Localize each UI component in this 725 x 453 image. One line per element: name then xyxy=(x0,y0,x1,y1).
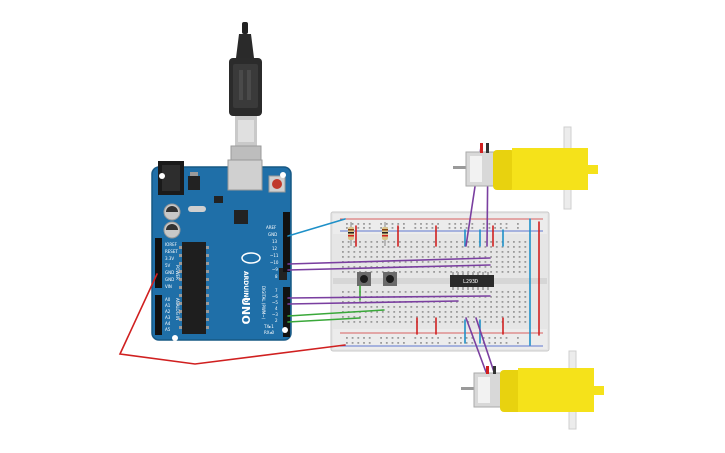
pin-label-3: ~3 xyxy=(272,312,278,317)
digital-header-bottom xyxy=(283,287,290,337)
wire-pin6-purple xyxy=(287,295,491,299)
dc-motor-top[interactable] xyxy=(453,126,598,210)
analog-pin-labels: A0 A1 A2 A3 A4 A5 xyxy=(165,297,171,332)
pin-label-6: ~6 xyxy=(272,294,278,299)
atmega-chip xyxy=(182,242,206,334)
analog-header xyxy=(155,295,162,335)
pin-label-vin: VIN xyxy=(165,284,172,289)
pin-label-gnd-d: GND xyxy=(268,232,277,237)
breadboard-jumpers xyxy=(355,218,540,346)
pin-label-tx: TX▸1 xyxy=(263,324,274,329)
pin-label-8: 8 xyxy=(275,274,278,279)
ic-label: L293D xyxy=(463,279,478,285)
wire-pin3-green xyxy=(287,309,385,317)
pin-label-11: ~11 xyxy=(270,253,279,258)
pin-label-a0: A0 xyxy=(165,297,171,302)
usb-port xyxy=(227,159,263,191)
wire-pin2-green xyxy=(287,317,361,323)
pin-label-5: ~5 xyxy=(272,300,278,305)
pin-label-reset: RESET xyxy=(165,249,178,254)
analog-label: ANALOG IN xyxy=(175,298,180,320)
pin-label-aref: AREF xyxy=(266,225,277,230)
reset-button[interactable] xyxy=(268,175,286,193)
pin-label-12: 12 xyxy=(272,246,278,251)
pin-label-3v3: 3.3V xyxy=(165,256,174,261)
power-label: POWER xyxy=(175,265,180,280)
pin-label-4: 4 xyxy=(275,306,278,311)
wire-pin9-purple xyxy=(287,264,491,271)
pin-label-rx: RX◂0 xyxy=(264,330,275,335)
l293d-ic: L293D xyxy=(450,272,494,290)
dc-motor-bottom[interactable] xyxy=(461,350,604,430)
wire-gnd-blue xyxy=(287,218,346,237)
pin-label-gnd-2: GND xyxy=(165,277,174,282)
pin-label-5v: 5V xyxy=(165,263,171,268)
pin-label-a5: A5 xyxy=(165,327,171,332)
digital-pin-labels-bottom: 7 ~6 ~5 4 ~3 2 TX▸1 RX◂0 xyxy=(263,288,278,335)
pushbutton-2[interactable] xyxy=(383,272,397,286)
wire-pin10-purple xyxy=(287,257,491,265)
arduino-uno-board[interactable]: IOREF RESET 3.3V 5V GND GND VIN A0 A1 A2… xyxy=(151,159,292,341)
pin-label-a2: A2 xyxy=(165,309,171,314)
wire-5v-red xyxy=(118,273,346,365)
power-header xyxy=(155,238,162,288)
pin-label-ioref: IOREF xyxy=(165,242,178,247)
wire-motor2-a xyxy=(465,317,487,373)
pin-label-a1: A1 xyxy=(165,303,171,308)
resistor-1 xyxy=(348,222,354,246)
pin-label-a4: A4 xyxy=(165,321,171,326)
pin-label-10: ~10 xyxy=(270,260,279,265)
digital-label: DIGITAL (PWM~) xyxy=(261,286,266,320)
arduino-logo-text: ARDUINO xyxy=(242,271,249,302)
pin-label-7: 7 xyxy=(275,288,278,293)
digital-header-top xyxy=(283,212,290,272)
pin-label-gnd-1: GND xyxy=(165,270,174,275)
pin-label-2: 2 xyxy=(275,318,278,323)
digital-pin-labels-top: AREF GND 13 12 ~11 ~10 ~9 8 xyxy=(266,225,279,279)
pin-label-13: 13 xyxy=(272,239,278,244)
arduino-model-text: UNO xyxy=(239,297,252,325)
pin-label-a3: A3 xyxy=(165,315,171,320)
arduino-logo: ARDUINO UNO DIGITAL (PWM~) POWER ANALOG … xyxy=(175,252,266,325)
wire-motor2-b xyxy=(475,317,495,373)
power-pin-labels: IOREF RESET 3.3V 5V GND GND VIN xyxy=(165,242,178,289)
pin-label-9: ~9 xyxy=(272,267,278,272)
wire-pin5-purple xyxy=(287,300,459,305)
pushbutton-1[interactable] xyxy=(357,272,371,286)
wires xyxy=(118,146,495,373)
resistor-2 xyxy=(382,222,388,246)
